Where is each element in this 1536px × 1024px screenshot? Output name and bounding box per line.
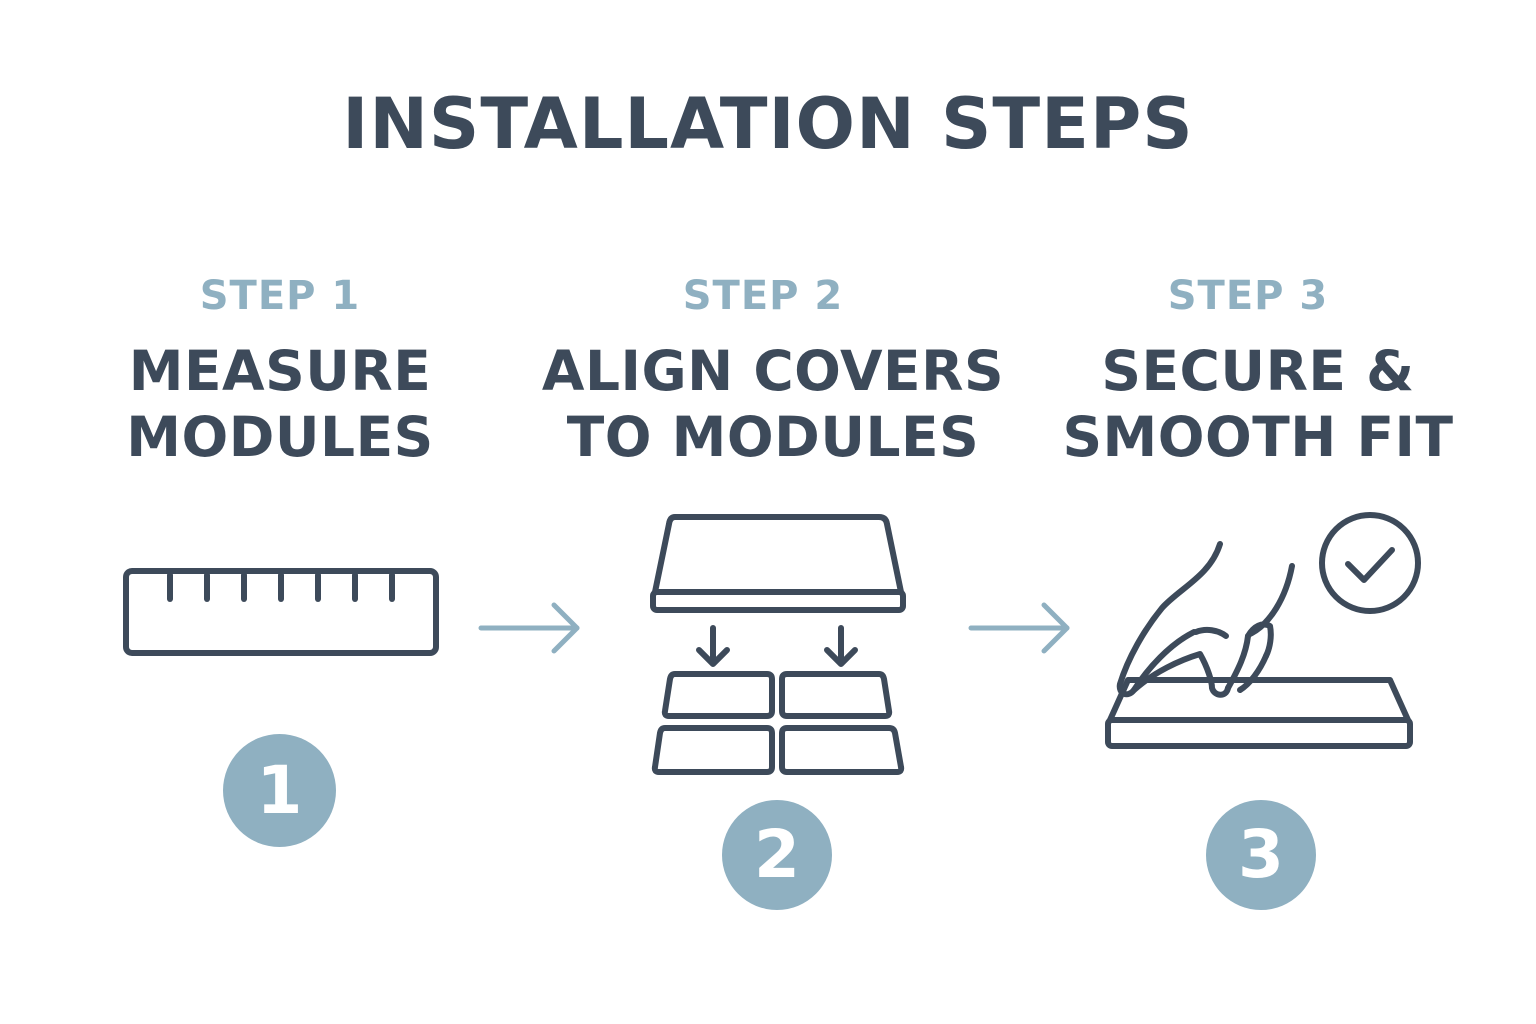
arrow-right-icon xyxy=(478,602,580,654)
step-1-name-line-2: MODULES xyxy=(126,405,434,469)
step-1-label: STEP 1 xyxy=(199,273,361,319)
hand-press-icon xyxy=(1105,512,1421,749)
ruler-icon xyxy=(123,568,439,656)
step-3-name: SECURE & SMOOTH FIT xyxy=(1018,338,1498,470)
step-3-label: STEP 3 xyxy=(1167,273,1329,319)
step-3-name-line-2: SMOOTH FIT xyxy=(1062,405,1454,469)
align-covers-icon xyxy=(650,514,906,775)
step-3-name-line-1: SECURE & xyxy=(1101,339,1415,403)
step-1-name: MEASURE MODULES xyxy=(40,338,520,470)
step-2-name-line-1: ALIGN COVERS xyxy=(541,339,1005,403)
step-2-name-line-2: TO MODULES xyxy=(566,405,980,469)
arrow-right-icon xyxy=(968,602,1070,654)
step-2-name: ALIGN COVERS TO MODULES xyxy=(533,338,1013,470)
step-2-number-badge: 2 xyxy=(722,800,832,910)
step-1-number-badge: 1 xyxy=(223,734,336,847)
step-1-name-line-1: MEASURE xyxy=(128,339,432,403)
step-3-number-badge: 3 xyxy=(1206,800,1316,910)
page-title: INSTALLATION STEPS xyxy=(342,83,1194,165)
step-2-label: STEP 2 xyxy=(682,273,844,319)
